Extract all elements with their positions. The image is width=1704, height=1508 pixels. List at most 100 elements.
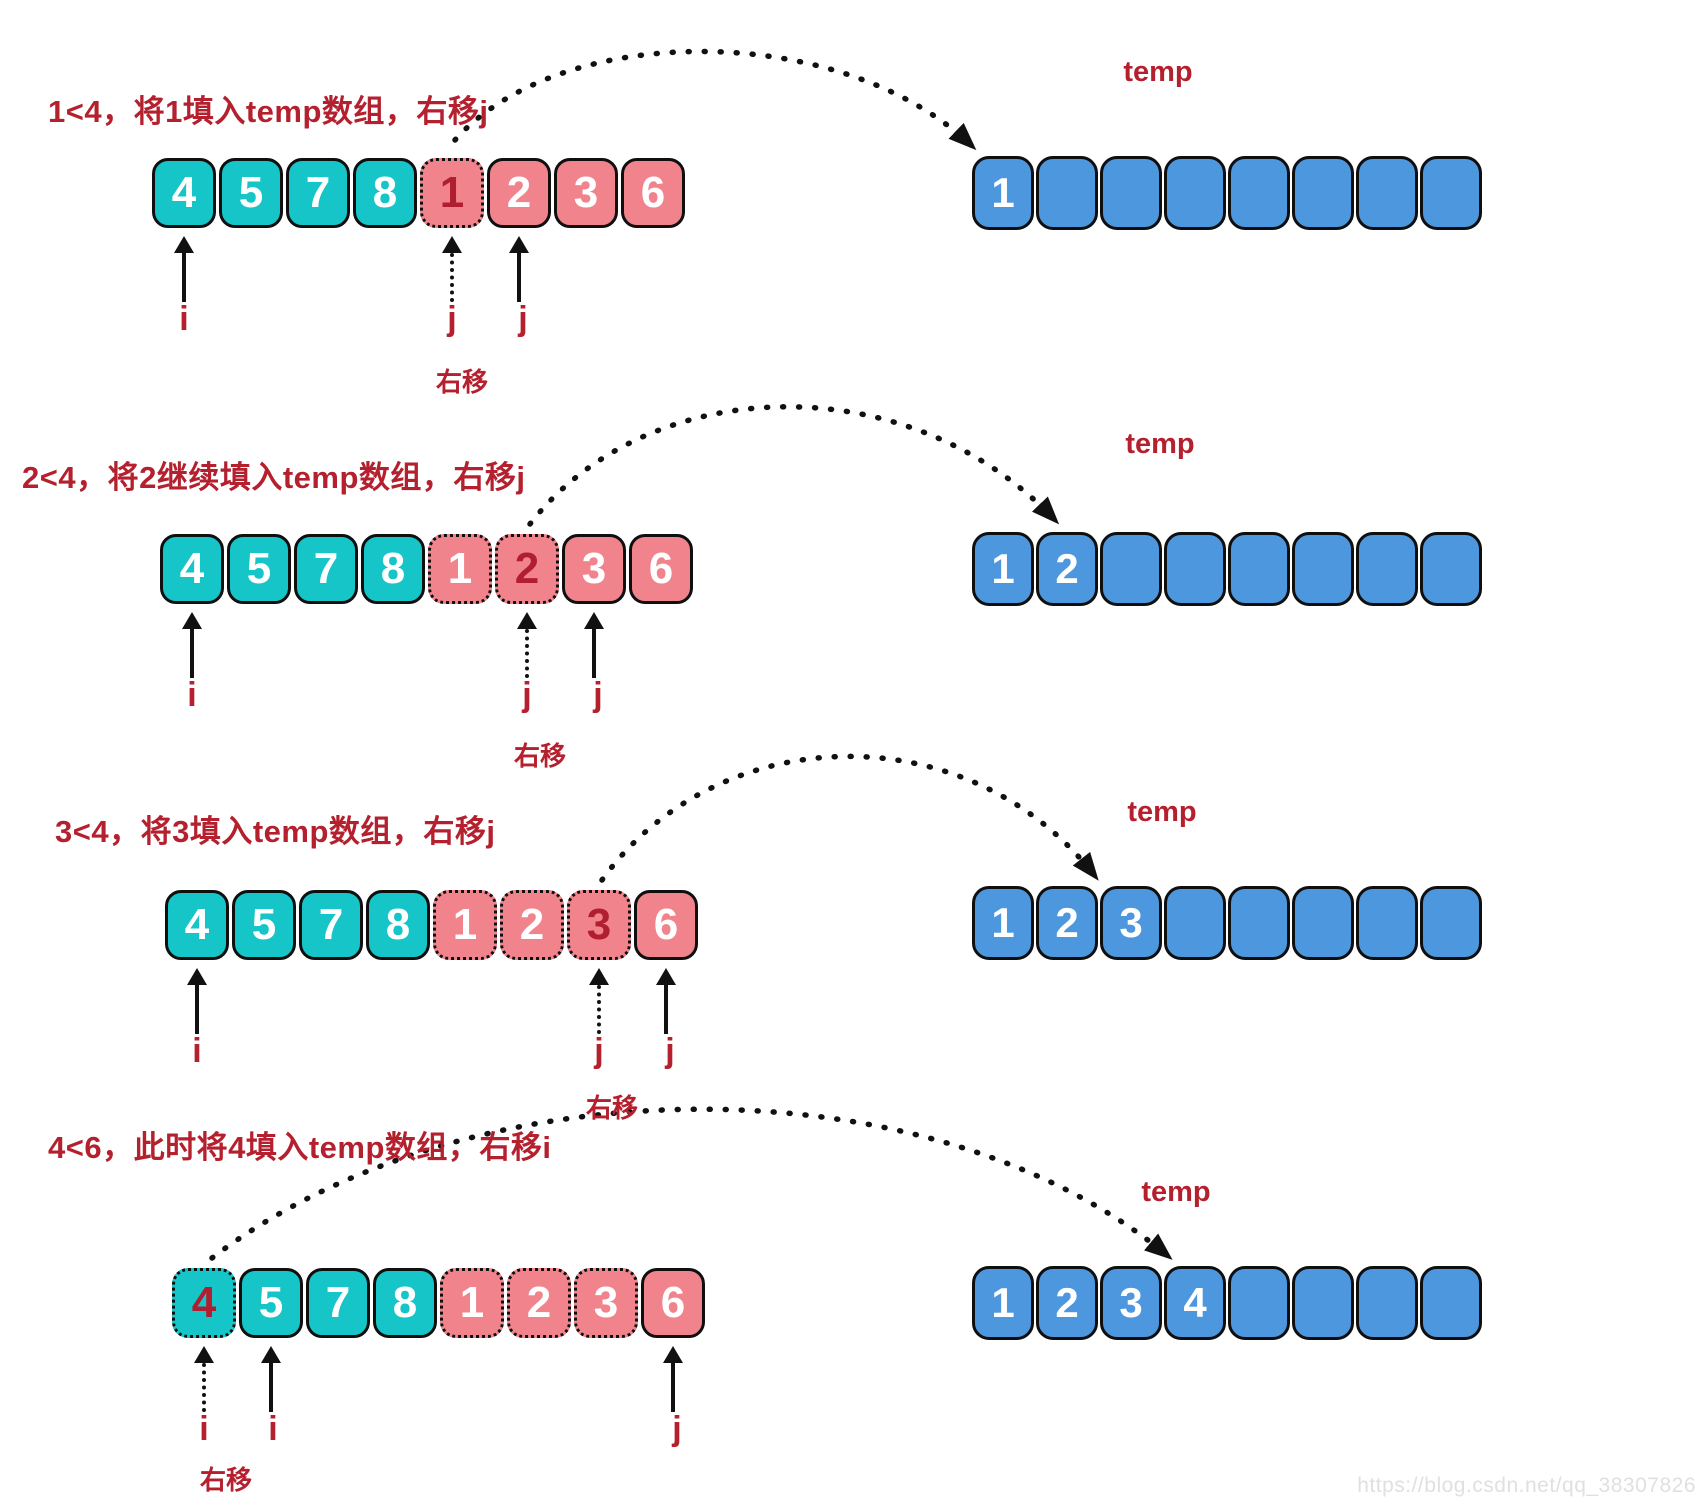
temp-cell xyxy=(1164,886,1226,960)
up-arrow-head-icon xyxy=(509,236,529,253)
up-arrow-shaft xyxy=(671,1363,675,1412)
temp-cell xyxy=(1420,532,1482,606)
array-cell: 1 xyxy=(440,1268,504,1338)
move-right-label: 右移 xyxy=(435,367,489,397)
temp-cell xyxy=(1100,532,1162,606)
temp-cell: 4 xyxy=(1164,1266,1226,1340)
array-cell: 3 xyxy=(562,534,626,604)
move-right-label: 右移 xyxy=(199,1465,253,1495)
pointer-label: j xyxy=(594,1032,604,1070)
up-arrow-shaft xyxy=(202,1363,206,1412)
step-label: 1<4，将1填入temp数组，右移j xyxy=(48,94,489,129)
array-cell: 7 xyxy=(286,158,350,228)
up-arrow-shaft xyxy=(525,629,529,678)
pointer-i-old-arrow xyxy=(193,1346,215,1412)
up-arrow-head-icon xyxy=(182,612,202,629)
temp-label: temp xyxy=(1141,1176,1211,1208)
array-cell: 5 xyxy=(227,534,291,604)
up-arrow-head-icon xyxy=(517,612,537,629)
up-arrow-shaft xyxy=(269,1363,273,1412)
step-label: 2<4，将2继续填入temp数组，右移j xyxy=(22,460,526,495)
array-cell: 4 xyxy=(160,534,224,604)
temp-label: temp xyxy=(1127,796,1197,828)
temp-cell: 2 xyxy=(1036,886,1098,960)
temp-label: temp xyxy=(1125,428,1195,460)
up-arrow-shaft xyxy=(517,253,521,302)
temp-cell xyxy=(1228,886,1290,960)
temp-cell: 1 xyxy=(972,1266,1034,1340)
array-cell: 2 xyxy=(507,1268,571,1338)
pointer-label: i xyxy=(187,676,197,714)
array-cell: 7 xyxy=(306,1268,370,1338)
temp-cell: 2 xyxy=(1036,1266,1098,1340)
array-cell: 8 xyxy=(373,1268,437,1338)
up-arrow-head-icon xyxy=(261,1346,281,1363)
array-cell: 5 xyxy=(219,158,283,228)
array-cell: 2 xyxy=(500,890,564,960)
array-cell: 4 xyxy=(152,158,216,228)
pointer-label: i xyxy=(179,300,189,338)
array-cell: 4 xyxy=(172,1268,236,1338)
array-cell: 5 xyxy=(239,1268,303,1338)
pointer-label: i xyxy=(268,1410,278,1448)
pointer-j-old-arrow xyxy=(516,612,538,678)
array-cell: 3 xyxy=(554,158,618,228)
step-label: 4<6，此时将4填入temp数组，右移i xyxy=(48,1130,552,1165)
temp-cell: 1 xyxy=(972,532,1034,606)
array-cell: 7 xyxy=(294,534,358,604)
temp-cell xyxy=(1036,156,1098,230)
array-cell: 2 xyxy=(487,158,551,228)
array-cell: 6 xyxy=(629,534,693,604)
array-cell: 1 xyxy=(433,890,497,960)
array-cell: 1 xyxy=(428,534,492,604)
pointer-j-new-arrow xyxy=(655,968,677,1034)
pointer-j-new-arrow xyxy=(583,612,605,678)
array-cell: 8 xyxy=(361,534,425,604)
array-cell: 6 xyxy=(621,158,685,228)
pointer-label: j xyxy=(672,1410,682,1448)
up-arrow-head-icon xyxy=(584,612,604,629)
array-cell: 4 xyxy=(165,890,229,960)
array-cell: 5 xyxy=(232,890,296,960)
up-arrow-shaft xyxy=(450,253,454,302)
temp-cell: 1 xyxy=(972,156,1034,230)
pointer-j-old-arrow xyxy=(441,236,463,302)
temp-cell: 2 xyxy=(1036,532,1098,606)
temp-cell xyxy=(1356,1266,1418,1340)
watermark: https://blog.csdn.net/qq_38307826 xyxy=(1357,1474,1696,1497)
temp-label: temp xyxy=(1123,56,1193,88)
temp-cell: 3 xyxy=(1100,1266,1162,1340)
temp-cell xyxy=(1356,532,1418,606)
temp-cell xyxy=(1228,532,1290,606)
pointer-label: j xyxy=(447,300,457,338)
array-cell: 8 xyxy=(353,158,417,228)
array-cell: 1 xyxy=(420,158,484,228)
up-arrow-head-icon xyxy=(442,236,462,253)
temp-cell xyxy=(1356,886,1418,960)
pointer-j-old-arrow xyxy=(588,968,610,1034)
up-arrow-head-icon xyxy=(194,1346,214,1363)
temp-cell: 3 xyxy=(1100,886,1162,960)
up-arrow-shaft xyxy=(195,985,199,1034)
pointer-i-arrow xyxy=(181,612,203,678)
array-cell: 8 xyxy=(366,890,430,960)
temp-cell xyxy=(1164,532,1226,606)
up-arrow-head-icon xyxy=(656,968,676,985)
merge-arc-step1-icon xyxy=(452,48,977,151)
pointer-i-arrow xyxy=(173,236,195,302)
array-cell: 3 xyxy=(574,1268,638,1338)
pointer-label: j xyxy=(593,676,603,714)
pointer-label: j xyxy=(522,676,532,714)
temp-cell xyxy=(1100,156,1162,230)
array-cell: 2 xyxy=(495,534,559,604)
up-arrow-shaft xyxy=(592,629,596,678)
up-arrow-head-icon xyxy=(663,1346,683,1363)
pointer-label: j xyxy=(518,300,528,338)
temp-cell xyxy=(1228,1266,1290,1340)
temp-cell xyxy=(1292,532,1354,606)
temp-cell xyxy=(1292,1266,1354,1340)
pointer-i-arrow xyxy=(186,968,208,1034)
up-arrow-head-icon xyxy=(589,968,609,985)
up-arrow-shaft xyxy=(190,629,194,678)
